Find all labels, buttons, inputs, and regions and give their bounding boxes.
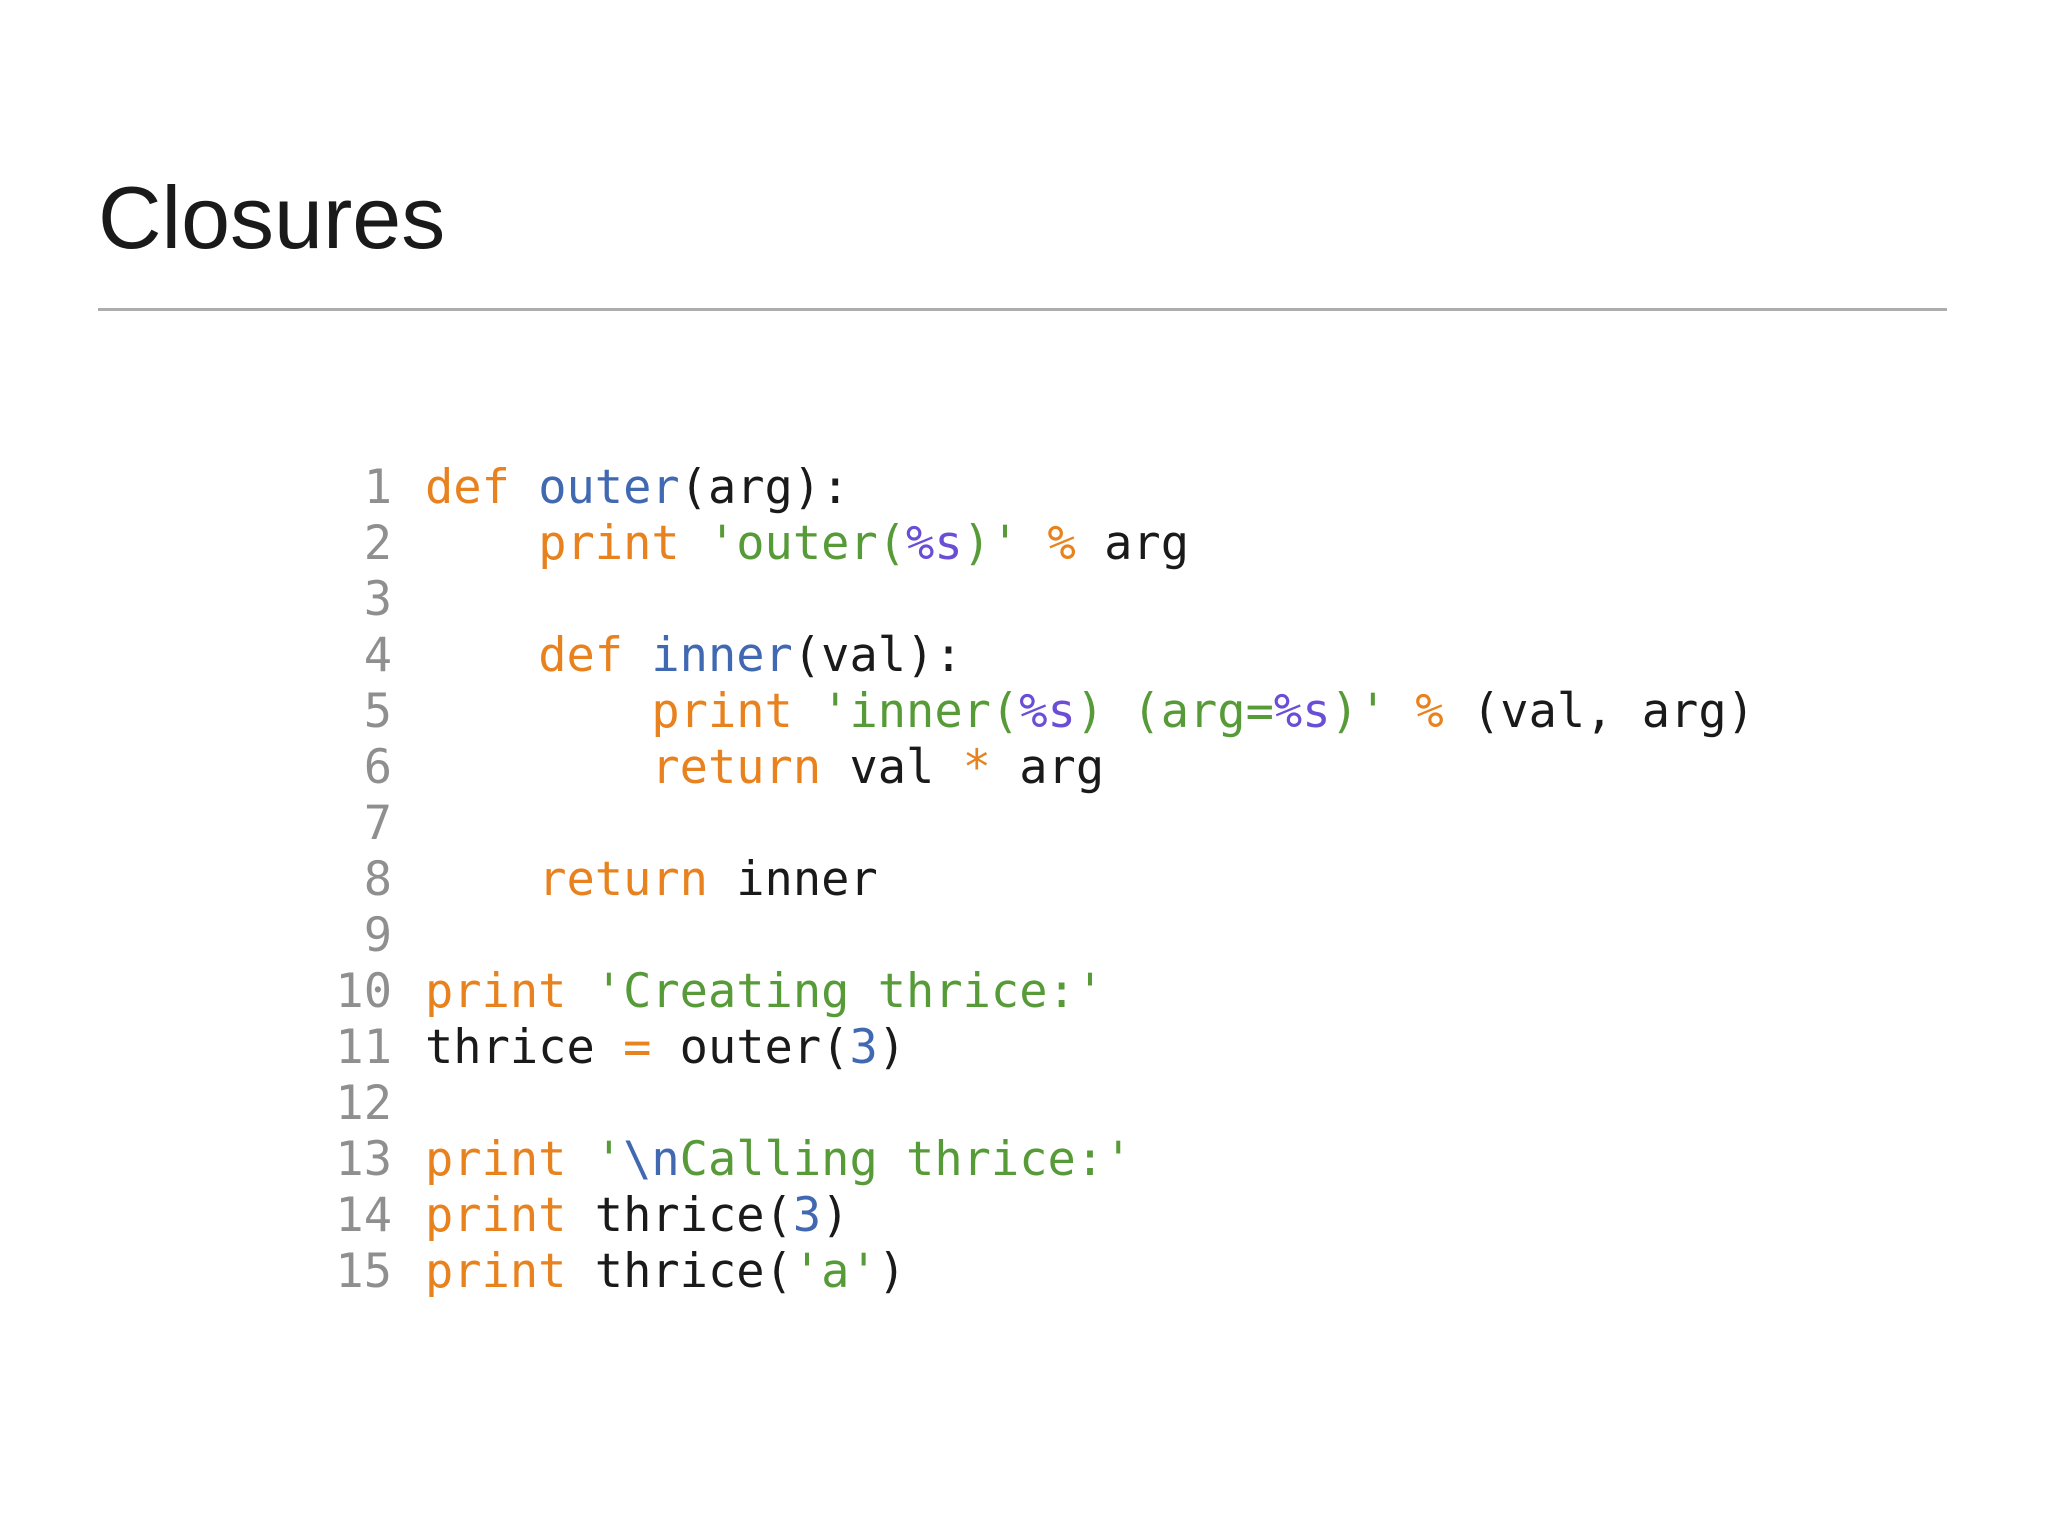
line-number: 15 [335, 1244, 392, 1299]
line-number: 9 [363, 908, 392, 963]
line-number: 2 [363, 516, 392, 571]
code-line: 5 print 'inner(%s) (arg=%s)' % (val, arg… [335, 684, 1755, 740]
code-text: print thrice('a') [425, 1244, 907, 1299]
code-line: 11 thrice = outer(3) [335, 1020, 1755, 1076]
line-number: 13 [335, 1132, 392, 1187]
code-text: print 'outer(%s)' % arg [538, 516, 1190, 571]
code-line: 8 return inner [335, 852, 1755, 908]
slide-title: Closures [98, 168, 446, 267]
code-line: 6 return val * arg [335, 740, 1755, 796]
title-divider [98, 308, 1947, 311]
code-text: return inner [538, 852, 878, 907]
line-number: 5 [363, 684, 392, 739]
code-line: 4 def inner(val): [335, 628, 1755, 684]
code-text: print 'inner(%s) (arg=%s)' % (val, arg) [651, 684, 1755, 739]
line-number: 6 [363, 740, 392, 795]
code-line: 13 print '\nCalling thrice:' [335, 1132, 1755, 1188]
code-line: 12 [335, 1076, 1755, 1132]
line-number: 3 [363, 572, 392, 627]
line-number: 14 [335, 1188, 392, 1243]
line-number: 12 [335, 1076, 392, 1131]
code-line: 1 def outer(arg): [335, 460, 1755, 516]
line-number: 10 [335, 964, 392, 1019]
code-text: print '\nCalling thrice:' [425, 1132, 1133, 1187]
line-number: 7 [363, 796, 392, 851]
code-text: return val * arg [651, 740, 1105, 795]
line-number: 1 [363, 460, 392, 515]
code-text: def outer(arg): [425, 460, 850, 515]
code-text: print thrice(3) [425, 1188, 850, 1243]
code-line: 2 print 'outer(%s)' % arg [335, 516, 1755, 572]
code-line: 14 print thrice(3) [335, 1188, 1755, 1244]
line-number: 11 [335, 1020, 392, 1075]
code-line: 10 print 'Creating thrice:' [335, 964, 1755, 1020]
code-line: 9 [335, 908, 1755, 964]
code-line: 7 [335, 796, 1755, 852]
code-line: 3 [335, 572, 1755, 628]
code-text: print 'Creating thrice:' [425, 964, 1105, 1019]
code-line: 15 print thrice('a') [335, 1244, 1755, 1300]
line-number: 8 [363, 852, 392, 907]
line-number: 4 [363, 628, 392, 683]
code-text: def inner(val): [538, 628, 963, 683]
code-text: thrice = outer(3) [425, 1020, 907, 1075]
